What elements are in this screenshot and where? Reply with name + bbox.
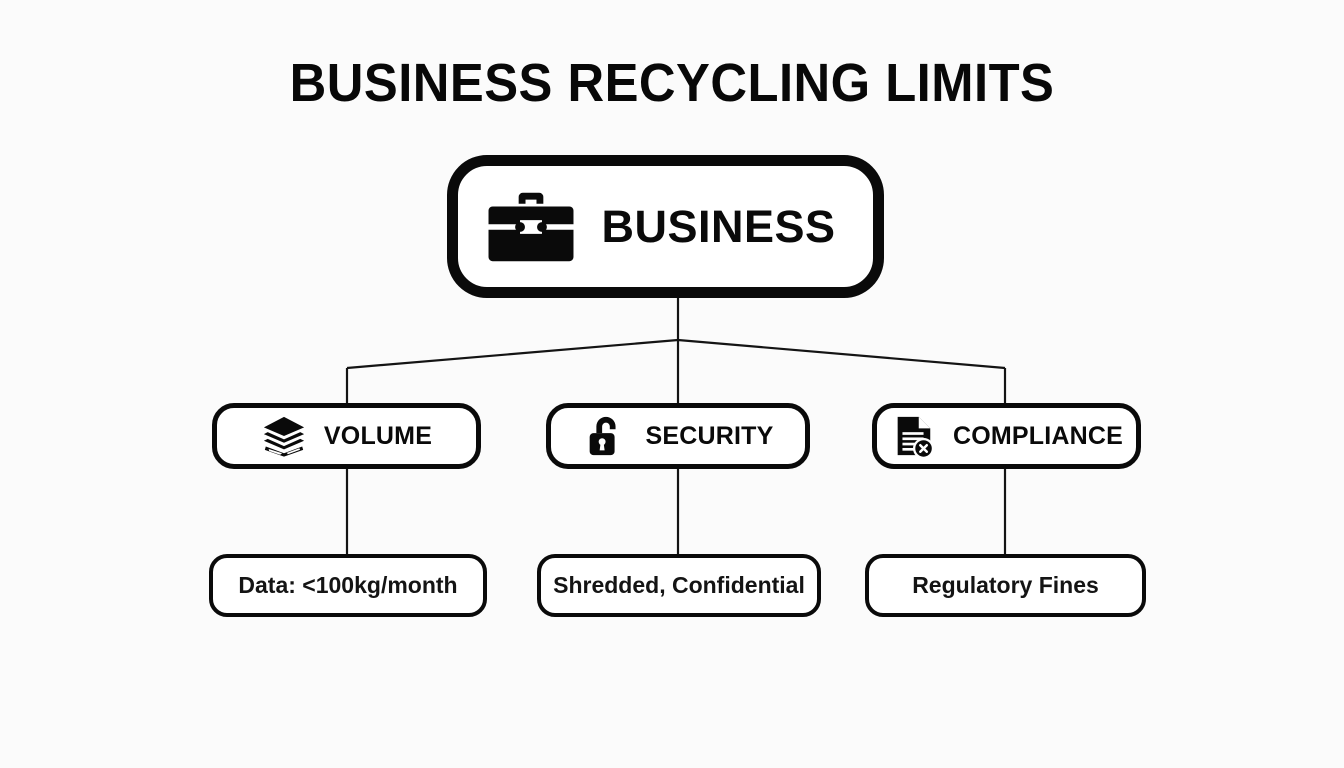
node-business[interactable]: BUSINESS (447, 155, 884, 298)
document-error-icon (897, 416, 935, 459)
node-security[interactable]: SECURITY (546, 403, 810, 469)
detail-compliance[interactable]: Regulatory Fines (865, 554, 1146, 617)
node-compliance-label: COMPLIANCE (952, 421, 1124, 450)
node-volume-label: VOLUME (323, 421, 433, 450)
detail-volume-label: Data: <100kg/month (238, 572, 458, 598)
detail-compliance-label: Regulatory Fines (912, 572, 1099, 598)
detail-security[interactable]: Shredded, Confidential (537, 554, 821, 617)
detail-volume[interactable]: Data: <100kg/month (209, 554, 487, 617)
node-compliance[interactable]: COMPLIANCE (872, 403, 1141, 469)
open-padlock-icon (590, 416, 617, 456)
node-volume[interactable]: VOLUME (212, 403, 481, 469)
node-security-label: SECURITY (645, 421, 774, 450)
connector-root-to-volume (346, 338, 679, 370)
node-business-label: BUSINESS (601, 201, 836, 252)
detail-security-label: Shredded, Confidential (553, 572, 805, 598)
connector-root-to-compliance (677, 338, 1006, 370)
briefcase-icon (488, 192, 574, 261)
page-title: BUSINESS RECYCLING LIMITS (289, 53, 1055, 113)
layers-stack-icon (263, 416, 305, 457)
